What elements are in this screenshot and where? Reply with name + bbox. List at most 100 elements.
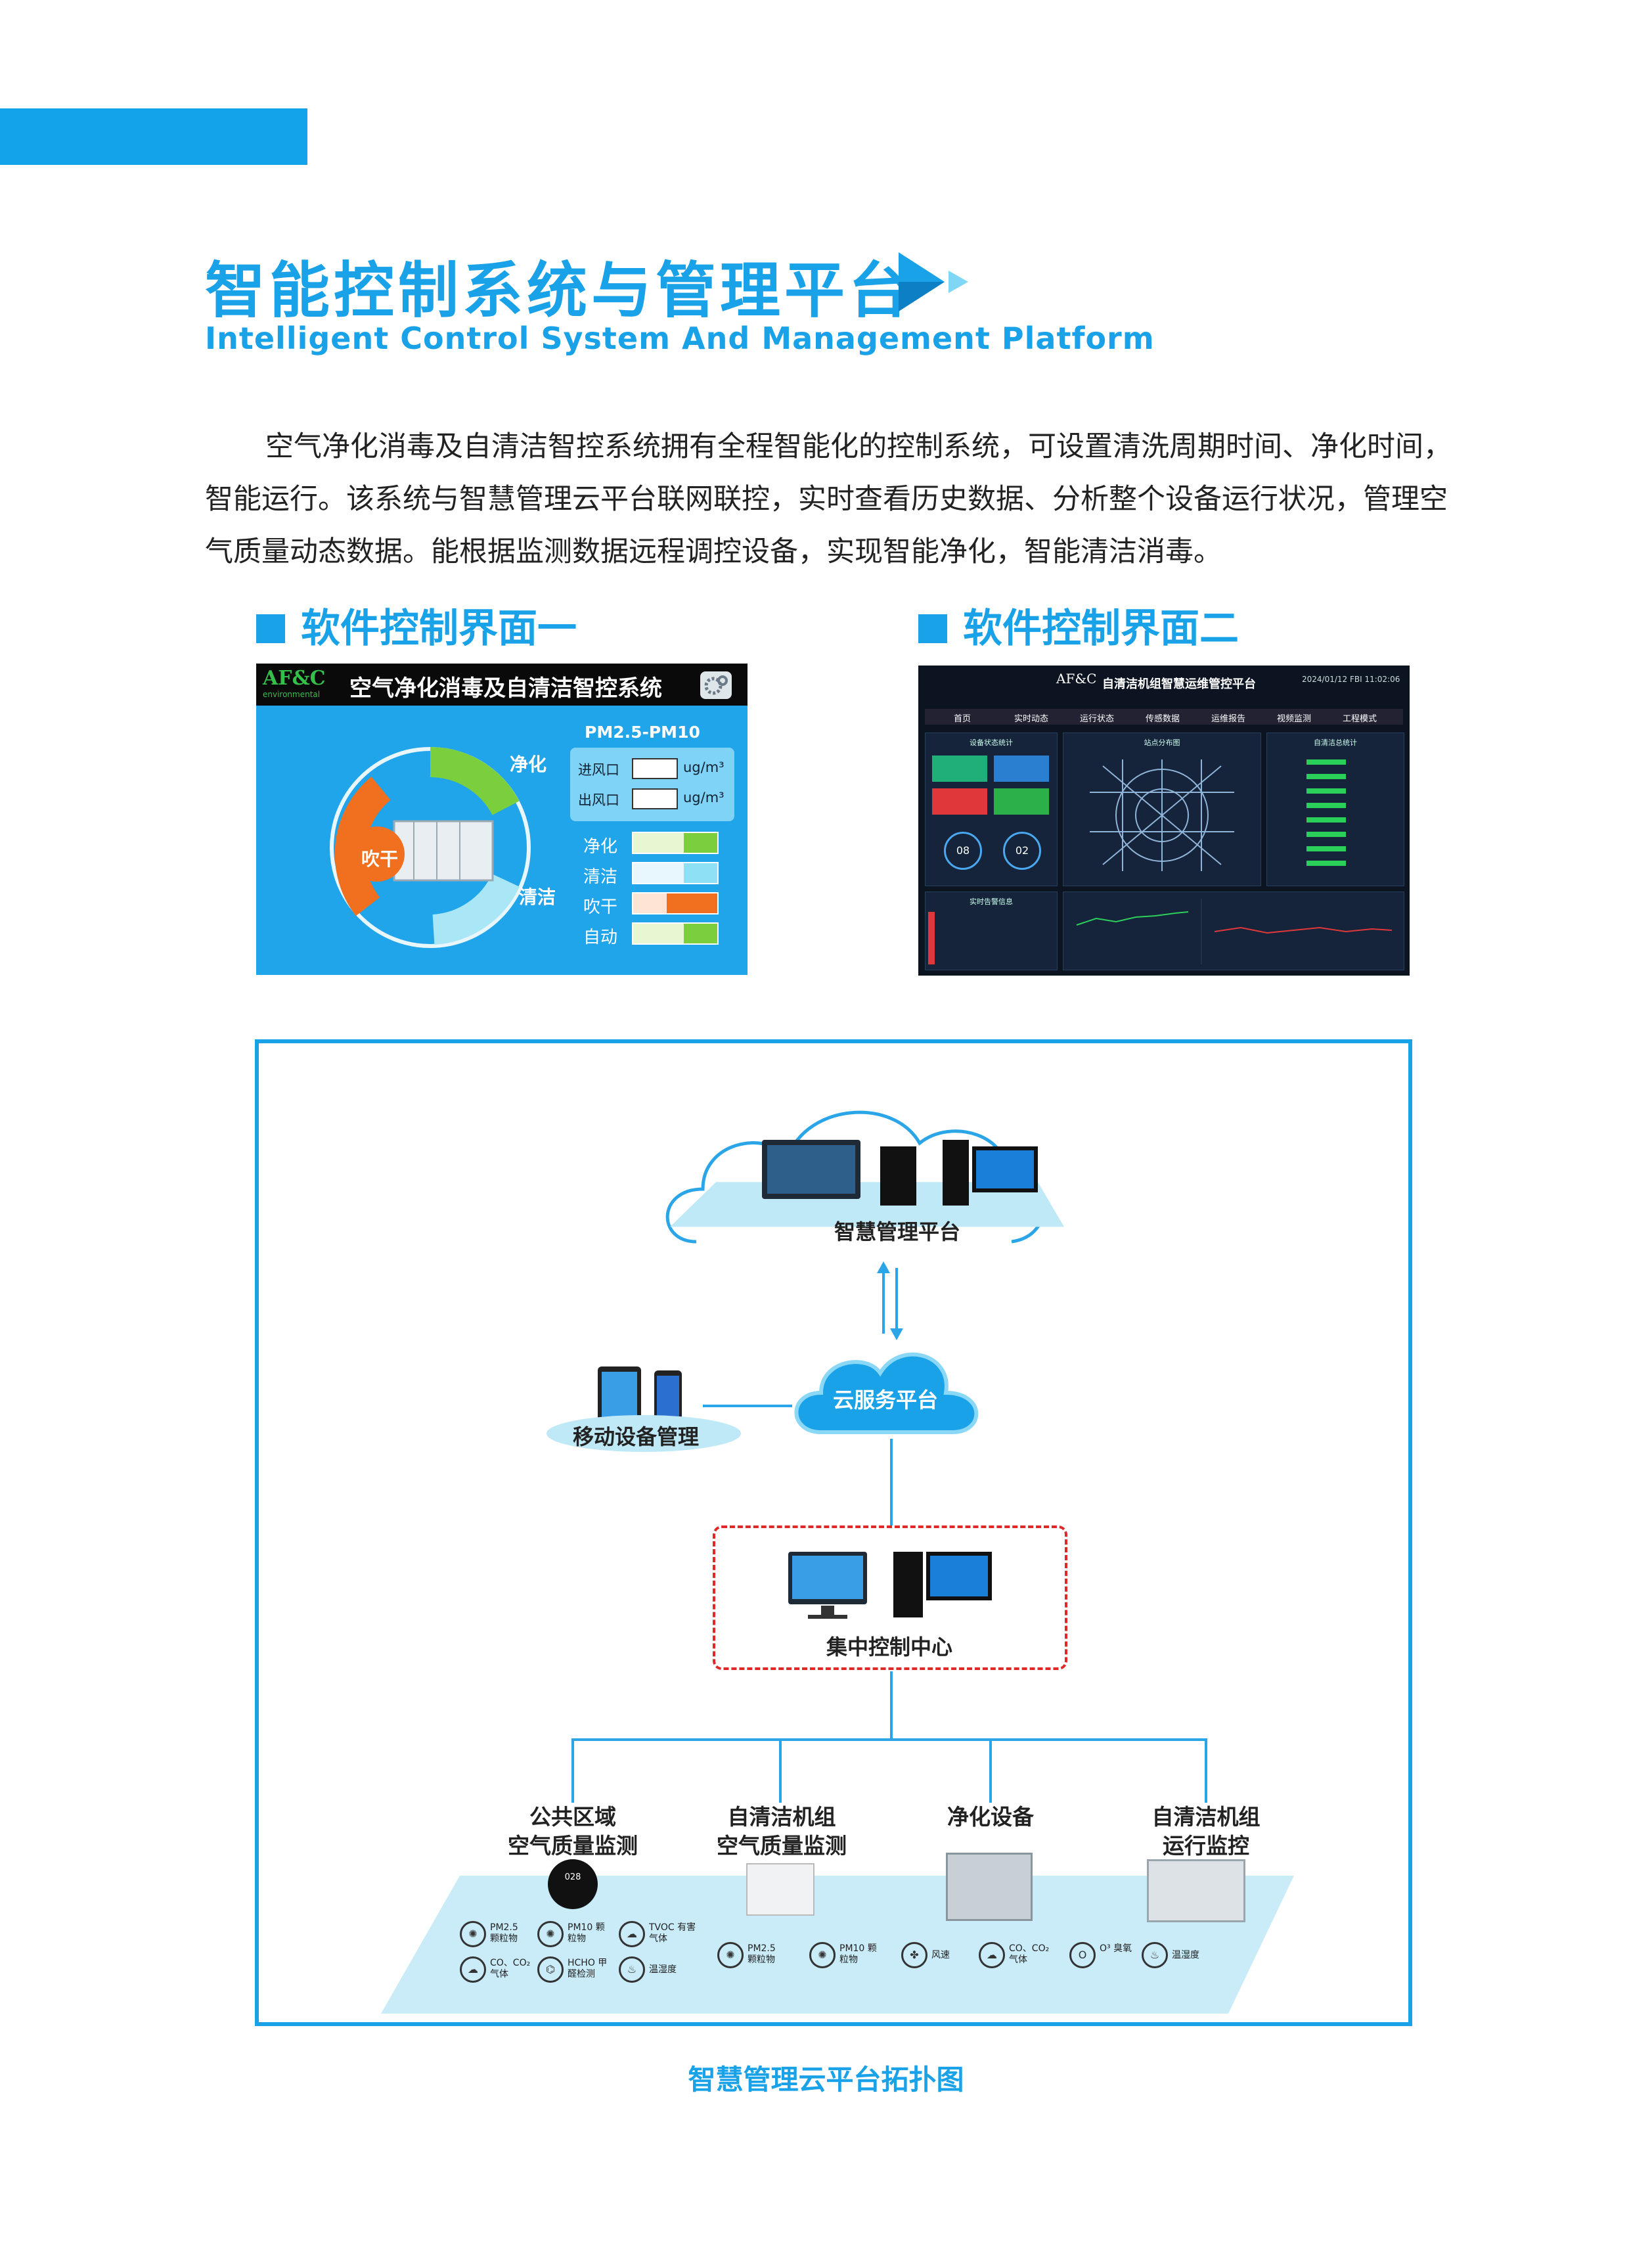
air-sensor-box-icon: [746, 1863, 815, 1916]
pm10-icon: ✺: [809, 1942, 836, 1968]
panel-trend-charts: [1063, 892, 1404, 970]
platform-computers-icon: [762, 1140, 1038, 1206]
panel-device-status: 设备状态统计 08 02: [925, 733, 1058, 886]
software-ui-two: AF&C 自清洁机组智慧运维管控平台 2024/01/12 FBI 11:02:…: [918, 666, 1410, 976]
hcho-icon: ⌬: [537, 1956, 564, 1983]
device-label-unit-air: 自清洁机组空气质量监测: [717, 1804, 847, 1859]
cloud-center-connector: [890, 1439, 893, 1525]
sensor-left-tvoc: TVOC 有害气体: [649, 1922, 696, 1944]
topology-frame: [255, 1039, 1412, 2026]
mode-button-auto[interactable]: [632, 922, 719, 945]
sensor-left-hcho: HCHO 甲醛检测: [568, 1958, 608, 1979]
device-label-purifier: 净化设备: [947, 1804, 1034, 1830]
mobile-label-ellipse: [547, 1415, 741, 1452]
inlet-value-field[interactable]: [632, 758, 678, 779]
sensor-right-wind: 风速: [931, 1950, 950, 1960]
site-map-network: [1090, 759, 1234, 871]
branch-line-2: [779, 1738, 782, 1803]
co2-icon: ☁: [460, 1956, 486, 1983]
cloud-service-icon: [794, 1352, 979, 1434]
square-bullet-icon: [918, 614, 947, 643]
sensor-right-ozone: O³ 臭氧: [1100, 1943, 1132, 1954]
cycle-ring-diagram: [330, 747, 531, 948]
branch-line-4: [1205, 1738, 1207, 1803]
figure-caption: 智慧管理云平台拓扑图: [688, 2064, 964, 2096]
outlet-label: 出风口: [578, 792, 619, 808]
mode-button-clean[interactable]: [632, 862, 719, 884]
play-arrow-icon: [899, 252, 968, 311]
sensor-right-pm25: PM2.5 颗粒物: [748, 1943, 776, 1965]
menu-item-report[interactable]: 运维报告: [1211, 714, 1246, 724]
sensor-left-temp: 温湿度: [649, 1964, 677, 1975]
pm-label: PM2.5-PM10: [585, 723, 700, 742]
ring-label-clean: 清洁: [519, 886, 556, 908]
menu-item-video[interactable]: 视频监测: [1277, 714, 1312, 724]
branch-line-1: [571, 1738, 574, 1803]
mobile-connector-line: [703, 1405, 792, 1407]
air-monitor-device-icon: 028: [548, 1859, 598, 1909]
tvoc-icon: ☁: [619, 1921, 645, 1947]
device-label-unit-monitor: 自清洁机组运行监控: [1151, 1804, 1261, 1859]
ozone-icon: O: [1069, 1942, 1096, 1968]
mode-label-auto: 自动: [583, 928, 618, 947]
fan-icon: ✤: [901, 1942, 927, 1968]
ring-label-purify: 净化: [510, 754, 547, 775]
menu-item-sensor[interactable]: 传感数据: [1146, 714, 1180, 724]
ui2-menu-bar: 首页 实时动态 运行状态 传感数据 运维报告 视频监测 工程模式: [925, 709, 1403, 725]
self-clean-unit-icon: [1147, 1859, 1245, 1922]
intro-paragraph: 空气净化消毒及自清洁智控系统拥有全程智能化的控制系统，可设置清洗周期时间、净化时…: [205, 420, 1466, 578]
ui1-title: 空气净化消毒及自清洁智控系统: [349, 675, 662, 702]
section-heading-ui2: 软件控制界面二: [918, 597, 1239, 654]
outlet-unit: ug/m³: [683, 790, 725, 805]
sensor-right-co2: CO、CO₂气体: [1009, 1943, 1050, 1965]
mode-button-purify[interactable]: [632, 832, 719, 854]
pm25-icon: ✺: [460, 1921, 486, 1947]
outlet-value-field[interactable]: [632, 788, 678, 809]
device-ground-plane: [381, 1876, 1294, 2014]
menu-item-home[interactable]: 首页: [954, 714, 971, 724]
menu-item-realtime[interactable]: 实时动态: [1014, 714, 1049, 724]
ring-label-dry: 吹干: [361, 848, 399, 870]
menu-item-engineering[interactable]: 工程模式: [1343, 714, 1377, 724]
branch-line-3: [989, 1738, 992, 1803]
stat-ring-2: 02: [1003, 832, 1041, 870]
intro-text: 空气净化消毒及自清洁智控系统拥有全程智能化的控制系统，可设置清洗周期时间、净化时…: [205, 430, 1452, 568]
control-center-box: [713, 1525, 1067, 1670]
sensor-left-pm25: PM2.5 颗粒物: [490, 1922, 518, 1944]
ui2-logo: AF&C: [1056, 671, 1097, 687]
top-accent-bar: [0, 108, 307, 165]
panel-self-clean-stats: 自清洁总统计: [1266, 733, 1404, 886]
inlet-label: 进风口: [578, 762, 619, 778]
gear-icon[interactable]: [700, 671, 732, 699]
mobile-devices-icon: [598, 1366, 682, 1426]
thermometer-icon: ♨: [619, 1956, 645, 1983]
tree-trunk-line: [890, 1671, 893, 1740]
sensor-left-co2: CO、CO₂气体: [490, 1958, 531, 1979]
mode-label-dry: 吹干: [583, 897, 618, 917]
control-center-computers-icon: [788, 1552, 992, 1619]
inlet-unit: ug/m³: [683, 759, 725, 775]
thermometer-icon: ♨: [1142, 1942, 1168, 1968]
page-subtitle: Intelligent Control System And Managemen…: [205, 321, 1155, 356]
tree-bus-line: [571, 1738, 1207, 1741]
section-heading-ui1: 软件控制界面一: [256, 597, 577, 654]
pm10-icon: ✺: [537, 1921, 564, 1947]
device-label-public-area: 公共区域空气质量监测: [508, 1804, 638, 1859]
mode-button-dry[interactable]: [632, 892, 719, 914]
ui2-timestamp: 2024/01/12 FBI 11:02:06: [1302, 675, 1400, 684]
ui1-title-bar: [256, 664, 748, 706]
control-center-label: 集中控制中心: [826, 1635, 953, 1660]
platform-label: 智慧管理平台: [834, 1219, 961, 1244]
mode-label-clean: 清洁: [583, 867, 618, 887]
ui2-title: 自清洁机组智慧运维管控平台: [1102, 677, 1256, 691]
purifier-device-icon: [946, 1853, 1033, 1921]
square-bullet-icon: [256, 614, 285, 643]
bidirectional-arrow-icon: [877, 1261, 903, 1340]
co2-icon: ☁: [979, 1942, 1005, 1968]
menu-item-status[interactable]: 运行状态: [1080, 714, 1115, 724]
cloud-service-label: 云服务平台: [833, 1388, 939, 1412]
pm25-icon: ✺: [717, 1942, 744, 1968]
mode-label-purify: 净化: [583, 837, 618, 857]
